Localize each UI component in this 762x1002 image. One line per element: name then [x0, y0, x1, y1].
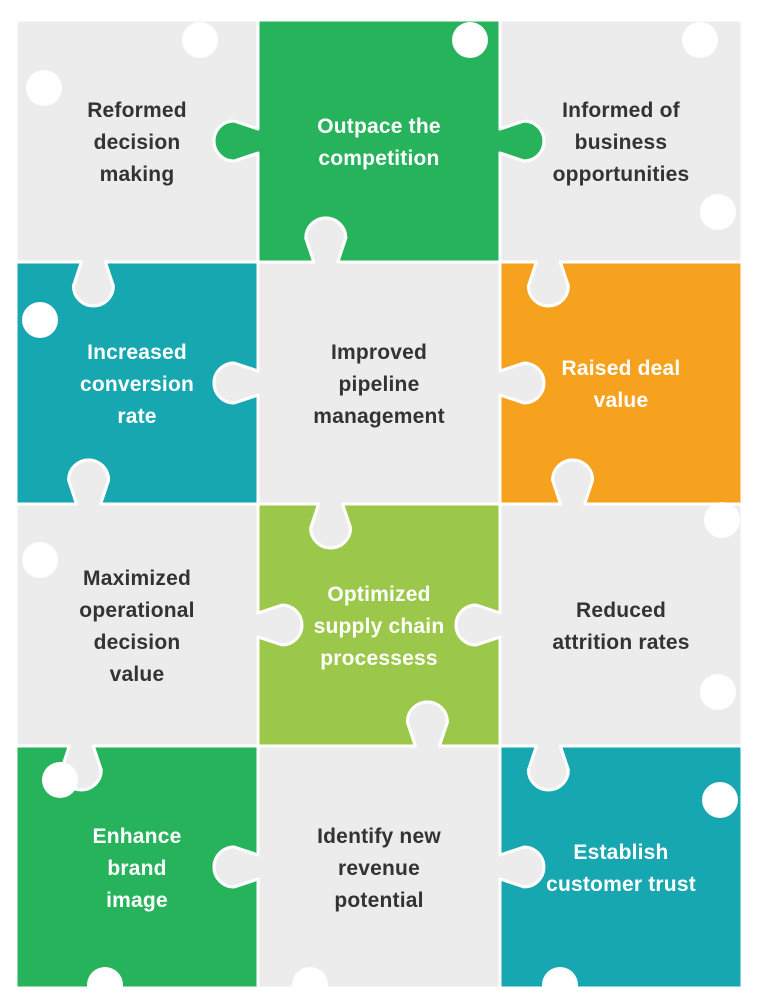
- piece-label-line: making: [99, 163, 175, 186]
- puzzle-piece-establish-customer-trust: [498, 744, 744, 990]
- frame-notch: [22, 542, 58, 578]
- piece-label-improved-pipeline-management: Improved pipeline management: [269, 337, 489, 433]
- frame-notch: [700, 194, 736, 230]
- piece-label-outpace-the-competition: Outpace the competition: [269, 111, 489, 175]
- piece-label-reduced-attrition-rates: Reduced attrition rates: [511, 595, 731, 659]
- frame-notch: [702, 782, 738, 818]
- piece-label-informed-of-business-opportunities: Informed of business opportunities: [511, 95, 731, 191]
- piece-label-line: Improved: [330, 341, 428, 364]
- piece-label-reformed-decision-making: Reformed decision making: [27, 95, 247, 191]
- piece-label-line: Maximized: [83, 567, 191, 590]
- frame-notch: [22, 302, 58, 338]
- frame-notch: [182, 22, 218, 58]
- piece-label-line: operational: [79, 599, 195, 622]
- piece-label-line: Reduced: [575, 599, 667, 622]
- piece-label-line: supply chain: [313, 615, 445, 638]
- piece-label-line: management: [313, 405, 445, 428]
- frame-notch: [26, 70, 62, 106]
- piece-label-line: Identify new: [317, 825, 441, 848]
- piece-label-line: Informed of: [562, 99, 680, 122]
- piece-label-line: business: [574, 131, 668, 154]
- frame-notch: [682, 22, 718, 58]
- frame-notch: [42, 762, 78, 798]
- piece-label-increased-conversion-rate: Increased conversion rate: [27, 337, 247, 433]
- piece-label-line: competition: [318, 147, 440, 170]
- piece-label-line: Establish: [573, 841, 669, 864]
- piece-label-line: attrition rates: [552, 631, 690, 654]
- piece-label-line: image: [106, 889, 168, 912]
- frame-notch: [704, 502, 740, 538]
- piece-label-line: decision: [93, 631, 181, 654]
- piece-label-line: processess: [320, 647, 438, 670]
- frame-notch: [542, 967, 578, 1002]
- frame-notch: [452, 22, 488, 58]
- frame-notch: [700, 674, 736, 710]
- piece-label-line: customer trust: [546, 873, 696, 896]
- piece-label-optimized-supply-chain-processess: Optimized supply chain processess: [269, 579, 489, 675]
- piece-label-raised-deal-value: Raised deal value: [511, 353, 731, 417]
- piece-label-establish-customer-trust: Establish customer trust: [511, 837, 731, 901]
- piece-label-line: rate: [117, 405, 157, 428]
- piece-label-line: Increased: [87, 341, 187, 364]
- piece-label-line: decision: [93, 131, 181, 154]
- piece-label-line: Optimized: [327, 583, 431, 606]
- piece-label-line: conversion: [79, 373, 195, 396]
- piece-label-line: Raised deal: [561, 357, 681, 380]
- piece-label-line: opportunities: [552, 163, 690, 186]
- piece-label-line: value: [109, 663, 165, 686]
- piece-label-line: brand: [107, 857, 167, 880]
- piece-label-line: potential: [334, 889, 424, 912]
- piece-label-line: Outpace the: [317, 115, 441, 138]
- frame-notch: [87, 967, 123, 1002]
- piece-label-line: Enhance: [92, 825, 182, 848]
- piece-label-maximized-operational-decision-value: Maximized operational decision value: [27, 563, 247, 691]
- piece-label-identify-new-revenue-potential: Identify new revenue potential: [269, 821, 489, 917]
- piece-label-line: pipeline: [338, 373, 420, 396]
- piece-label-line: Reformed: [87, 99, 187, 122]
- piece-label-enhance-brand-image: Enhance brand image: [27, 821, 247, 917]
- piece-label-line: revenue: [338, 857, 420, 880]
- frame-notch: [292, 967, 328, 1002]
- piece-label-line: value: [593, 389, 649, 412]
